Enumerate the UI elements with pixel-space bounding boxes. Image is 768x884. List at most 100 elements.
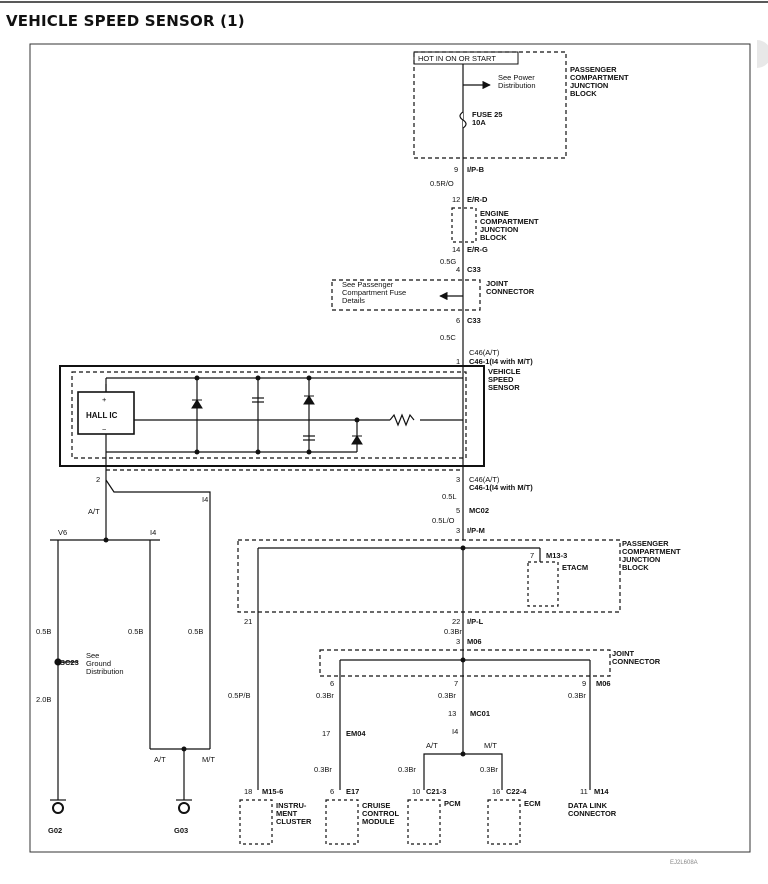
m06b-label: M06 — [596, 679, 611, 688]
m156-label: M15-6 — [262, 787, 283, 796]
pcm-label: PCM — [444, 799, 461, 808]
wire-c2: 0.3Br — [398, 765, 416, 774]
wire-b2: 0.3Br — [438, 691, 456, 700]
vss-3: SENSOR — [488, 383, 520, 392]
hot-label: HOT IN ON OR START — [418, 54, 496, 63]
diode-icon-3 — [351, 435, 363, 445]
ic-3: CLUSTER — [276, 817, 312, 826]
jc2-2: CONNECTOR — [612, 657, 661, 666]
ccm-3: MODULE — [362, 817, 395, 826]
cruise-control-box — [325, 799, 359, 845]
c213-label: C21-3 — [426, 787, 446, 796]
at2-label: A/T — [154, 755, 166, 764]
i4-label: I4 — [202, 495, 208, 504]
pin-14: 14 — [452, 245, 460, 254]
joint-connector-box-2 — [319, 649, 611, 677]
see-ground-1: See — [86, 651, 99, 660]
pin-3m: 3 — [456, 637, 460, 646]
em04-label: EM04 — [346, 729, 366, 738]
pcjb2-3: JUNCTION — [622, 555, 660, 564]
m14-label: M14 — [594, 787, 609, 796]
i4c-label: I4 — [452, 727, 458, 736]
wire-b3: 0.3Br — [568, 691, 586, 700]
pin-9: 9 — [454, 165, 458, 174]
page-tab-mark — [757, 40, 768, 68]
i4b-label: I4 — [150, 528, 156, 537]
wire-03br: 0.3Br — [444, 627, 462, 636]
wire-05ro: 0.5R/O — [430, 179, 454, 188]
pin-16: 16 — [492, 787, 500, 796]
pcjb-3: JUNCTION — [570, 81, 608, 90]
pin-6c: 6 — [330, 787, 334, 796]
ic-1: INSTRU- — [276, 801, 307, 810]
hot-label-box — [413, 51, 519, 65]
pin-6: 6 — [456, 316, 460, 325]
pin-5: 5 — [456, 506, 460, 515]
pcjb2-4: BLOCK — [622, 563, 649, 572]
wire-c3: 0.3Br — [480, 765, 498, 774]
wire-b1: 0.3Br — [316, 691, 334, 700]
jc1-1: JOINT — [486, 279, 509, 288]
at3-label: A/T — [426, 741, 438, 750]
pin-12: 12 — [452, 195, 460, 204]
see-ground-2: Ground — [86, 659, 111, 668]
wire-20b: 2.0B — [36, 695, 51, 704]
vss-2: SPEED — [488, 375, 514, 384]
pin-6b: 6 — [330, 679, 334, 688]
erd-label: E/R-D — [467, 195, 488, 204]
mc01-label: MC01 — [470, 709, 490, 718]
see-power-1: See Power — [498, 73, 535, 82]
pin-17: 17 — [322, 729, 330, 738]
erg-label: E/R-G — [467, 245, 488, 254]
pin-7: 7 — [530, 551, 534, 560]
g03-label: G03 — [174, 826, 188, 835]
pin-13: 13 — [448, 709, 456, 718]
m133-label: M13-3 — [546, 551, 567, 560]
ipl-label: I/P-L — [467, 617, 484, 626]
pin-3b: 3 — [456, 526, 460, 535]
pin-7b: 7 — [454, 679, 458, 688]
ecjb-2: COMPARTMENT — [480, 217, 539, 226]
see-ground-3: Distribution — [86, 667, 124, 676]
c46-label-d: C46-1(I4 with M/T) — [469, 483, 533, 492]
ecm-box — [487, 799, 521, 845]
see-pass-3: Details — [342, 296, 365, 305]
pcjb2-2: COMPARTMENT — [622, 547, 681, 556]
hall-ic-label: HALL IC — [86, 411, 118, 420]
diode-icon-1 — [191, 399, 203, 409]
pin-1: 1 — [456, 357, 460, 366]
c46-label-c: C46(A/T) — [469, 475, 500, 484]
ecm-label: ECM — [524, 799, 541, 808]
e17-label: E17 — [346, 787, 359, 796]
ccm-2: CONTROL — [362, 809, 399, 818]
page-title: VEHICLE SPEED SENSOR (1) — [6, 12, 245, 30]
c33-label-b: C33 — [467, 316, 481, 325]
ic-2: MENT — [276, 809, 298, 818]
wire-c1: 0.3Br — [314, 765, 332, 774]
fuse-label-1: FUSE 25 — [472, 110, 502, 119]
resistor-symbol — [389, 413, 415, 427]
c224-label: C22-4 — [506, 787, 527, 796]
pin-21: 21 — [244, 617, 252, 626]
hall-minus: − — [102, 425, 107, 434]
v6-label: V6 — [58, 528, 67, 537]
pcjb2-1: PASSENGER — [622, 539, 669, 548]
c46-label-a: C46(A/T) — [469, 348, 500, 357]
see-pass-1: See Passenger — [342, 280, 394, 289]
hall-plus: + — [102, 395, 107, 404]
at-label: A/T — [88, 507, 100, 516]
vehicle-speed-sensor-box — [59, 365, 485, 467]
diagram-frame — [29, 43, 751, 853]
ecjb-4: BLOCK — [480, 233, 507, 242]
instrument-cluster-box — [239, 799, 273, 845]
sensor-inner-box — [71, 371, 467, 459]
pin-11: 11 — [580, 787, 588, 796]
wire-05g: 0.5G — [440, 257, 456, 266]
see-pass-2: Compartment Fuse — [342, 288, 406, 297]
pcjb-1: PASSENGER — [570, 65, 617, 74]
ecjb-1: ENGINE — [480, 209, 509, 218]
wire-v6-05b: 0.5B — [36, 627, 51, 636]
ccm-1: CRUISE — [362, 801, 390, 810]
ipm-label: I/P-M — [467, 526, 485, 535]
